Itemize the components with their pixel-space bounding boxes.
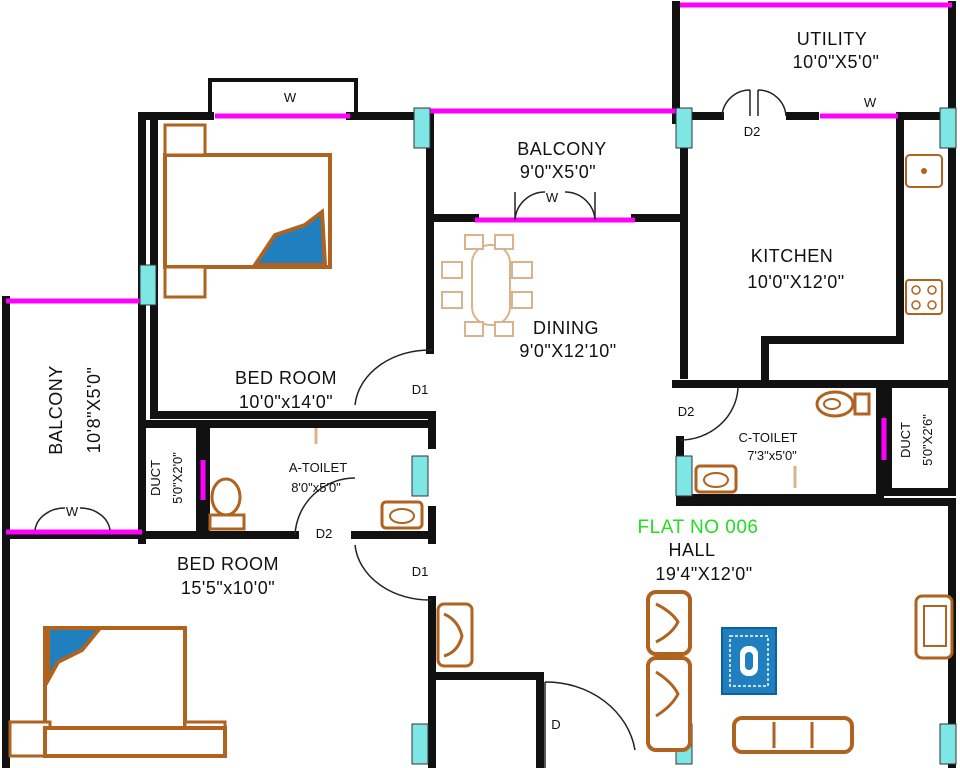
- dining-name: DINING: [533, 318, 599, 338]
- door-mark: D2: [316, 526, 333, 541]
- window-mark: W: [284, 90, 297, 105]
- doors: [34, 89, 787, 768]
- toilet-icon: [208, 477, 246, 531]
- utility-name: UTILITY: [797, 29, 868, 49]
- bedroom-bottom-size: 15'5"x10'0": [181, 578, 275, 598]
- hall-size: 19'4"X12'0": [655, 564, 752, 584]
- door-mark: D2: [744, 124, 761, 139]
- armchair-icon: [914, 594, 954, 660]
- utility-size: 10'0"X5'0": [793, 52, 880, 72]
- balcony-left-size: 10'8"X5'0": [84, 367, 104, 454]
- washbasin-icon: [694, 464, 738, 494]
- sofa-icon: [732, 716, 854, 754]
- duct-right-name: DUCT: [898, 422, 913, 458]
- toilet-icon: [815, 390, 871, 418]
- bedroom-top-size: 10'0"x14'0": [239, 392, 333, 412]
- door-mark: D2: [678, 404, 695, 419]
- door-mark: D1: [412, 564, 429, 579]
- bedroom-top-name: BED ROOM: [235, 368, 337, 388]
- gas-stove-icon: [905, 279, 943, 315]
- kitchen-sink-icon: [905, 154, 943, 188]
- balcony-top-name: BALCONY: [517, 139, 607, 159]
- a-toilet-size: 8'0"x5'0": [291, 480, 341, 495]
- armchair-icon: [436, 602, 474, 668]
- dining-table-icon: [441, 234, 533, 337]
- tap-icon: [314, 428, 797, 488]
- window-mark: W: [864, 95, 877, 110]
- duct-left-name: DUCT: [148, 460, 163, 496]
- flat-number: FLAT NO 006: [638, 517, 759, 538]
- c-toilet-size: 7'3"x5'0": [747, 448, 797, 463]
- hall-name: HALL: [668, 540, 715, 560]
- duct-right-size: 5'0"X2'6": [920, 414, 935, 466]
- sofa-icon: [646, 590, 692, 752]
- dining-size: 9'0"X12'10": [519, 341, 616, 361]
- double-bed-icon: [8, 626, 227, 758]
- windows: [6, 2, 952, 535]
- balcony-top-size: 9'0"X5'0": [520, 162, 596, 182]
- room-labels: UTILITY 10'0"X5'0" BALCONY 9'0"X5'0" KIT…: [46, 29, 935, 598]
- door-mark: D: [551, 717, 560, 732]
- center-table-icon: [721, 627, 777, 695]
- bedroom-bottom-name: BED ROOM: [177, 554, 279, 574]
- door-mark: D1: [412, 382, 429, 397]
- window-mark: W: [66, 504, 79, 519]
- opening-labels: W W W W D2 D1 D2 D2 D1 D: [66, 90, 877, 732]
- double-bed-icon: [163, 123, 332, 299]
- a-toilet-name: A-TOILET: [289, 460, 347, 475]
- balcony-left-name: BALCONY: [46, 365, 66, 455]
- window-mark: W: [546, 190, 559, 205]
- kitchen-name: KITCHEN: [751, 246, 834, 266]
- columns: [139, 107, 957, 765]
- duct-left-size: 5'0"X2'0": [170, 452, 185, 504]
- c-toilet-name: C-TOILET: [739, 430, 798, 445]
- washbasin-icon: [380, 500, 424, 530]
- kitchen-size: 10'0"X12'0": [747, 272, 844, 292]
